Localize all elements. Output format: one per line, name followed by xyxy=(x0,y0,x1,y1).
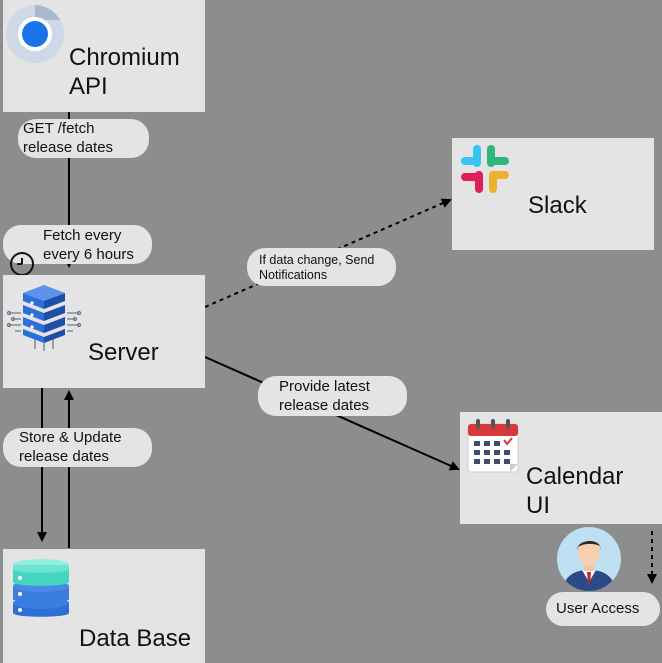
database-icon xyxy=(11,555,71,621)
slack-logo-icon xyxy=(459,143,511,195)
chromium-api-label: Chromium API xyxy=(69,44,180,100)
server-node: Server xyxy=(3,275,205,388)
server-label: Server xyxy=(88,339,159,366)
user-access-label: User Access xyxy=(546,592,660,626)
chromium-logo-icon xyxy=(5,4,65,64)
fetch-every-label: Fetch every every 6 hours xyxy=(43,227,134,263)
user-avatar-icon xyxy=(556,526,622,592)
calendar-ui-label: Calendar UI xyxy=(526,463,624,519)
database-node: Data Base xyxy=(3,549,205,663)
server-stack-icon xyxy=(5,283,83,353)
slack-node: Slack xyxy=(452,138,654,250)
chromium-api-node: Chromium API xyxy=(3,0,205,112)
database-label: Data Base xyxy=(79,625,192,652)
clock-icon xyxy=(9,232,35,276)
provide-label: Provide latest release dates xyxy=(258,376,407,416)
store-update-label: Store & Update release dates xyxy=(3,428,152,467)
calendar-ui-node: Calendar UI xyxy=(460,412,662,524)
get-fetch-label: GET /fetch release dates xyxy=(18,119,149,158)
slack-label: Slack xyxy=(528,192,587,219)
notify-label: If data change, Send Notifications xyxy=(247,248,396,286)
calendar-icon xyxy=(466,418,522,474)
fetch-schedule-pill: Fetch every every 6 hours xyxy=(3,225,152,276)
